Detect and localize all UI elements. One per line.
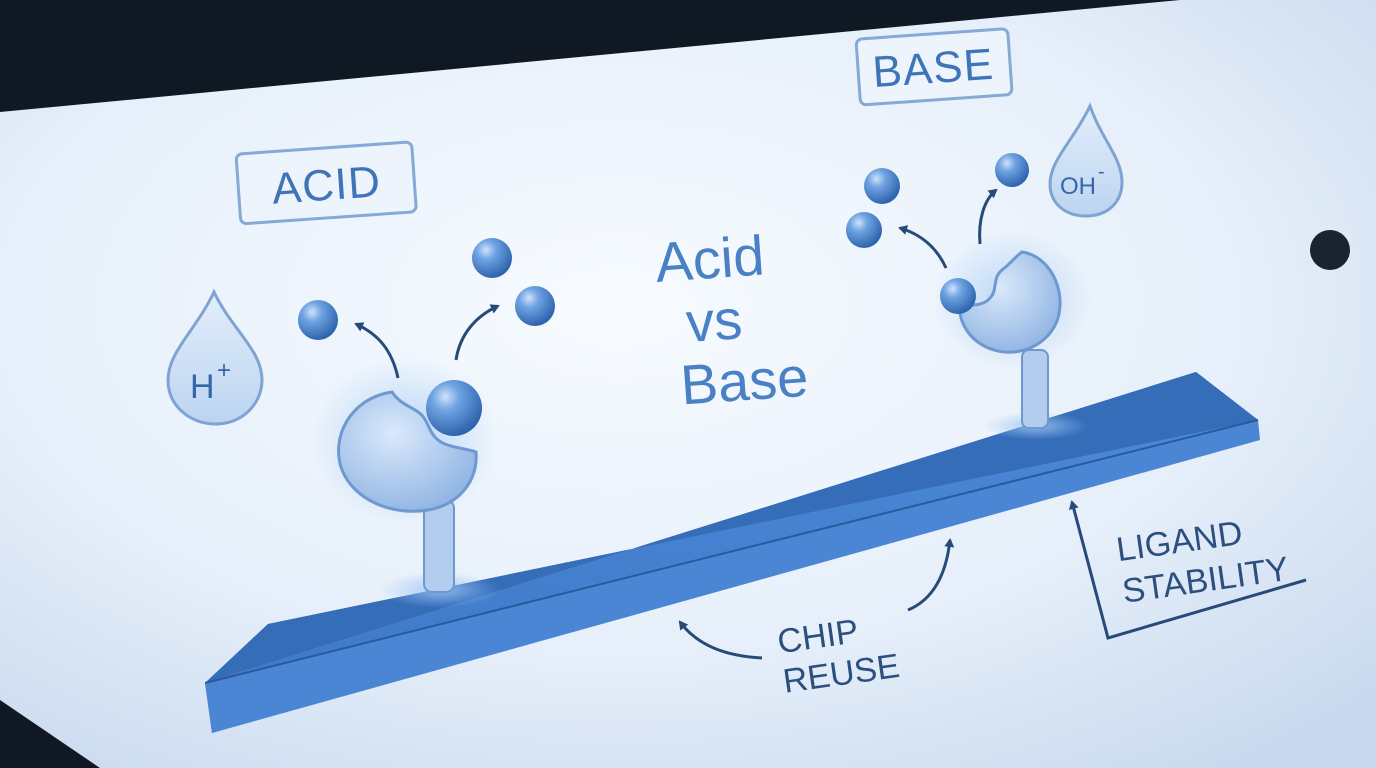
acid-ion-sphere	[515, 286, 555, 326]
base-release-arrow	[978, 188, 998, 245]
acid-receptor-cup	[337, 390, 478, 513]
h-ion-symbol: H	[190, 368, 215, 406]
acid-release-arrow	[454, 304, 500, 361]
oh-minus-droplet-icon: OH -	[1048, 102, 1124, 218]
base-label-box: BASE	[854, 27, 1014, 107]
oh-ion-charge: -	[1098, 161, 1105, 183]
chip-reuse-annotation: CHIP REUSE	[775, 612, 902, 701]
acid-release-arrow	[354, 322, 400, 379]
base-ion-sphere	[995, 153, 1029, 187]
base-receptor	[932, 230, 1092, 440]
title-line-3: Base	[678, 345, 810, 417]
acid-ion-sphere	[472, 238, 512, 278]
ligand-stability-arrow	[1068, 500, 1307, 640]
sensor-chip	[204, 372, 1260, 733]
acid-label-box: ACID	[234, 140, 418, 226]
base-ion-sphere	[864, 168, 900, 204]
acid-label: ACID	[270, 157, 382, 213]
base-label: BASE	[871, 40, 996, 97]
title-line-1: Acid	[653, 223, 766, 293]
acid-bound-sphere	[426, 380, 482, 436]
h-plus-droplet-icon: H +	[166, 288, 264, 426]
base-receptor-stem	[1021, 349, 1049, 429]
oh-ion-symbol: OH	[1060, 173, 1096, 200]
acid-receptor-stem	[423, 499, 455, 593]
title-line-2: vs	[684, 287, 744, 354]
base-bound-sphere	[940, 278, 976, 314]
acid-receptor	[310, 355, 500, 608]
base-ion-sphere	[846, 212, 882, 248]
chip-reuse-arrow-right	[907, 538, 955, 612]
h-ion-charge: +	[217, 357, 231, 384]
device-camera	[1310, 230, 1350, 270]
acid-ion-sphere	[298, 300, 338, 340]
chip-reuse-arrow-left	[678, 620, 763, 660]
base-release-arrow	[898, 225, 948, 269]
diagram-title: Acid vs Base	[653, 223, 810, 417]
